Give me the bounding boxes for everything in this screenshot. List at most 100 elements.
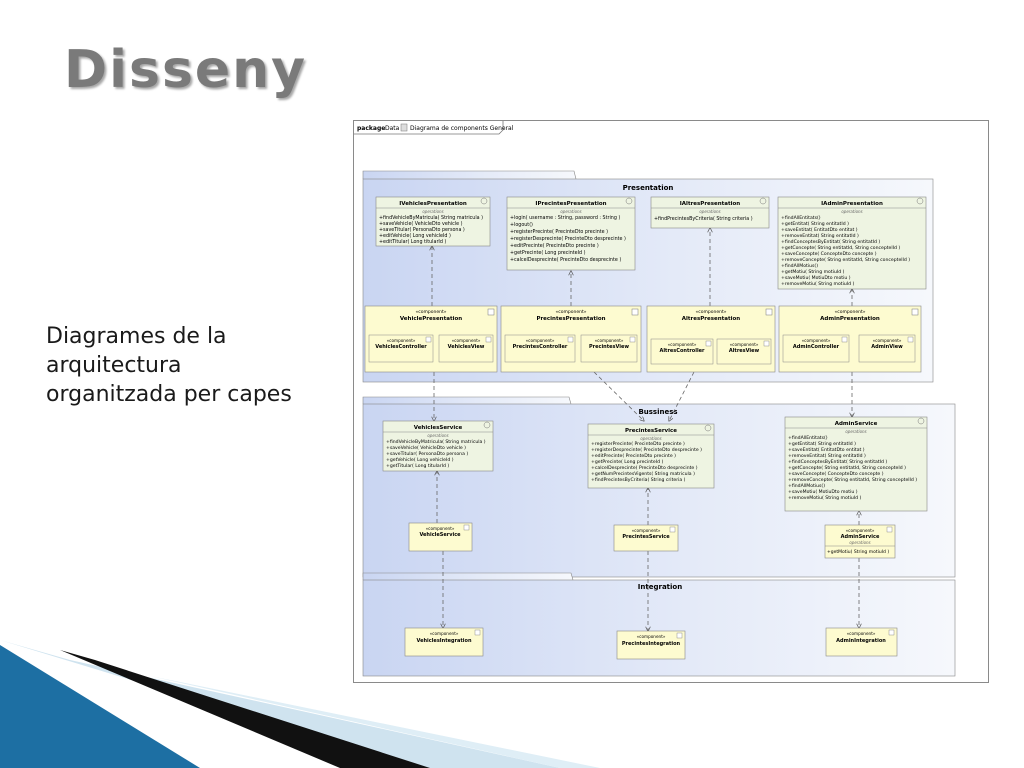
header-name: Data <box>385 125 400 132</box>
subcomponent-name: AdminController <box>793 344 840 350</box>
operation: +removeMotiu( String motiuId ) <box>788 495 861 501</box>
component-name: AltresPresentation <box>682 316 741 322</box>
operation: +removeEntitat( String entitatId ) <box>781 233 859 239</box>
subcomponent-name: AdminView <box>871 344 903 350</box>
slide-title: Disseny <box>64 40 308 100</box>
stereotype: «component» <box>730 342 759 347</box>
operation: +findAllMotius() <box>781 263 818 269</box>
component-name: AdminService <box>841 534 880 540</box>
operation: +removeMotiu( String motiuId ) <box>781 281 854 287</box>
decoration-black-stripe <box>60 650 430 768</box>
decoration-blue-stripe <box>0 645 200 768</box>
stereotype: «component» <box>595 338 624 343</box>
operation: +registerPrecinte( PrecinteDto precinte … <box>510 229 608 235</box>
component-altres-presentation: «component» AltresPresentation «componen… <box>646 305 776 373</box>
interface-ialtres-presentation: IAltresPresentation operations +findPrec… <box>650 196 770 229</box>
component-precintes-presentation: «component» PrecintesPresentation «compo… <box>500 305 642 373</box>
stereotype: «component» <box>668 342 697 347</box>
operation: +getPrecinte( Long precinteId ) <box>591 459 663 465</box>
stereotype: «component» <box>416 309 447 315</box>
operation: +removeConcepte( String entitatId, Strin… <box>788 477 917 483</box>
component-name: AdminIntegration <box>836 638 886 644</box>
operation: +saveMotiu( MotiuDto motiu ) <box>788 489 858 495</box>
component-name: PrecintesIntegration <box>622 641 681 647</box>
stereotype: «component» <box>835 309 866 315</box>
decoration-light-stripe-2 <box>150 676 600 768</box>
interface-iprecintes-presentation: IPrecintesPresentation operations +login… <box>506 196 636 271</box>
operation: +getNumPrecintesVigents( String matricul… <box>591 471 695 477</box>
operation: +saveEntitat( EntitatDto entitat ) <box>781 227 858 233</box>
operation: +registerDesprecinte( PrecinteDto despre… <box>591 447 702 453</box>
stereotype: «component» <box>637 634 666 639</box>
subcomponent-name: PrecintesView <box>589 344 629 350</box>
operation: +getConcepte( String entitatId, String c… <box>788 465 906 471</box>
stereotype: «component» <box>387 338 416 343</box>
layer-label: Presentation <box>623 184 674 192</box>
header-title: Diagrama de components General <box>410 125 514 132</box>
operation: +findAllEntitats() <box>781 215 821 221</box>
operation: +removeConcepte( String entitatId, Strin… <box>781 257 910 263</box>
operations-label: operations <box>849 540 870 545</box>
operation: +getEntitat( String entitatId ) <box>781 221 849 227</box>
component-name: AdminPresentation <box>820 316 880 322</box>
operations-label: operations <box>845 429 866 434</box>
operation: +editPrecinte( PrecinteDto precinte ) <box>510 243 599 249</box>
component-admin-service: «component» AdminService operations +get… <box>824 524 896 559</box>
diagram-header: package Data Diagrama de components Gene… <box>354 121 514 135</box>
operations-label: operations <box>841 209 862 214</box>
layer-label: Integration <box>638 583 682 591</box>
operation: +getTitular( Long titularId ) <box>386 463 449 469</box>
operation: +findVehicleByMatricula( String matricul… <box>379 215 483 221</box>
slide-caption: Diagrames de la arquitectura organitzada… <box>46 322 346 409</box>
operation: +saveEntitat( EntitatDto entitat ) <box>788 447 865 453</box>
dependency-connectors <box>432 228 859 631</box>
interface-name: IAdminPresentation <box>821 201 883 207</box>
operation: +findVehicleByMatricula( String matricul… <box>386 439 486 445</box>
service-name: AdminService <box>835 421 878 427</box>
component-admin-integration: «component» AdminIntegration <box>825 627 898 657</box>
stereotype: «component» <box>873 338 902 343</box>
stereotype: «component» <box>847 631 876 636</box>
subcomponent-name: VehiclesController <box>375 344 427 350</box>
operation: +saveVehicle( VehicleDto vehicle ) <box>386 445 466 451</box>
operation: +getPrecinte( Long precinteId ) <box>510 250 586 256</box>
header-keyword: package <box>357 125 385 132</box>
operation: +getMotiu( String motiuId ) <box>827 549 889 555</box>
operations-label: operations <box>422 209 443 214</box>
operation: +registerDesprecinte( PrecinteDto despre… <box>510 236 626 242</box>
operation: +registerPrecinte( PrecinteDto precinte … <box>591 441 685 447</box>
interface-name: IVehiclesPresentation <box>399 201 467 207</box>
component-precintes-integration: «component» PrecintesIntegration <box>616 630 686 660</box>
component-vehicle-presentation: «component» VehiclePresentation «compone… <box>364 305 498 373</box>
stereotype: «component» <box>632 528 661 533</box>
subcomponent-name: AltresController <box>659 348 705 354</box>
component-name: VehicleService <box>419 532 461 538</box>
operation: +login( username : String, password : St… <box>510 215 620 221</box>
component-name: VehiclesIntegration <box>416 638 471 644</box>
layer-label: Bussiness <box>638 408 677 416</box>
service-name: VehiclesService <box>414 425 463 431</box>
diagram-icon <box>400 123 408 132</box>
caption-line: Diagrames de la <box>46 324 227 349</box>
operation: +findPrecintesByCriteria( String criteri… <box>654 216 753 222</box>
component-vehicles-integration: «component» VehiclesIntegration <box>404 627 484 657</box>
component-precintes-service: «component» PrecintesService <box>613 524 679 552</box>
layer-integration: Integration <box>362 572 956 677</box>
operations-label: operations <box>699 209 720 214</box>
operation: +saveConcepte( ConcepteDto concepte ) <box>788 471 884 477</box>
stereotype: «component» <box>556 309 587 315</box>
operations-label: operations <box>427 433 448 438</box>
stereotype: «component» <box>426 526 455 531</box>
interface-ivehicles-presentation: IVehiclesPresentation operations +findVe… <box>375 196 491 247</box>
operation: +saveTitular( PersonaDto persona ) <box>386 451 468 457</box>
stereotype: «component» <box>526 338 555 343</box>
stereotype: «component» <box>430 631 459 636</box>
operation: +calcelDesprecinte( PrecinteDto despreci… <box>591 465 698 471</box>
diagram-canvas: package Data Diagrama de components Gene… <box>354 121 956 677</box>
operation: +editTitular( Long titularId ) <box>379 239 446 245</box>
operation: +getVehicle( Long vehicleId ) <box>386 457 454 463</box>
component-vehicle-service: «component» VehicleService <box>408 522 473 552</box>
operation: +saveMotiu( MotiuDto motiu ) <box>781 275 851 281</box>
operation: +getConcepte( String entitatId, String c… <box>781 245 900 251</box>
